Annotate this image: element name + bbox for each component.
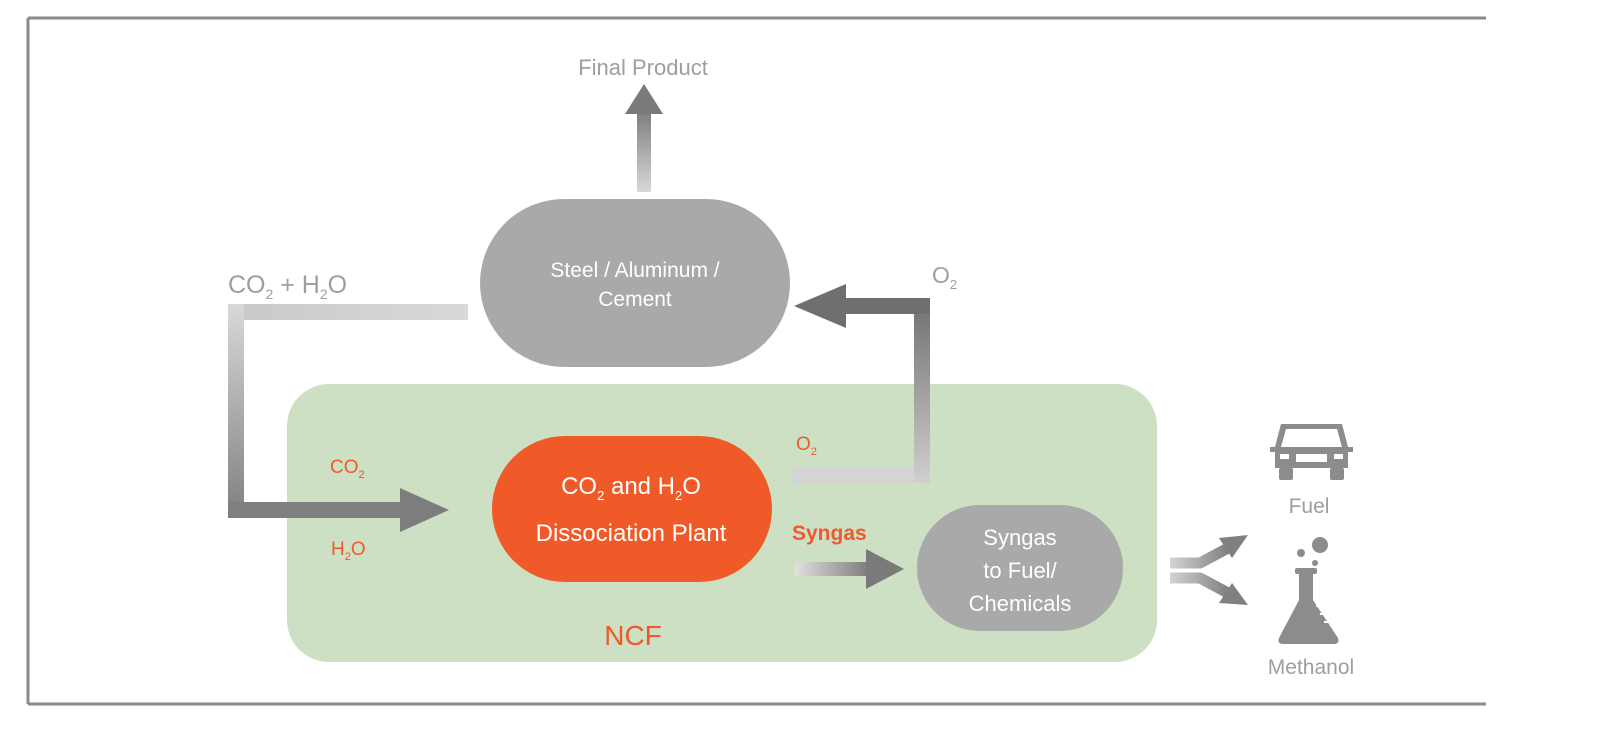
car-icon	[1270, 424, 1353, 480]
co2-h2o-label: CO2 + H2O	[228, 271, 347, 302]
final-product-arrow	[625, 84, 663, 192]
syngas-node-line3: Chemicals	[969, 591, 1072, 616]
syngas-node-line1: Syngas	[983, 525, 1056, 550]
ncf-label: NCF	[604, 620, 662, 651]
dissociation-plant-node	[492, 436, 772, 582]
co2-input-label: CO2	[330, 457, 365, 481]
split-arrow-icon	[1170, 535, 1248, 605]
h2o-input-label: H2O	[331, 539, 366, 563]
fuel-label: Fuel	[1289, 495, 1330, 518]
plant-label-line1: CO2 and H2O	[561, 473, 701, 503]
co2-h2o-return-arrow	[228, 304, 468, 532]
o2-return-arrow	[792, 284, 930, 483]
syngas-node-line2: to Fuel/	[983, 558, 1057, 583]
outer-frame	[26, 16, 1488, 706]
syngas-label: Syngas	[792, 522, 867, 545]
steel-node-label-line2: Cement	[598, 288, 672, 311]
final-product-label: Final Product	[578, 55, 708, 80]
syngas-arrow	[795, 549, 904, 589]
methanol-label: Methanol	[1268, 656, 1354, 679]
syngas-to-fuel-node	[917, 505, 1123, 631]
flask-icon	[1278, 537, 1339, 644]
steel-aluminum-cement-node	[480, 199, 790, 367]
plant-label-line2: Dissociation Plant	[536, 520, 727, 547]
steel-node-label-line1: Steel / Aluminum /	[550, 259, 719, 282]
o2-ncf-label: O2	[796, 434, 817, 458]
o2-top-label: O2	[932, 262, 957, 292]
